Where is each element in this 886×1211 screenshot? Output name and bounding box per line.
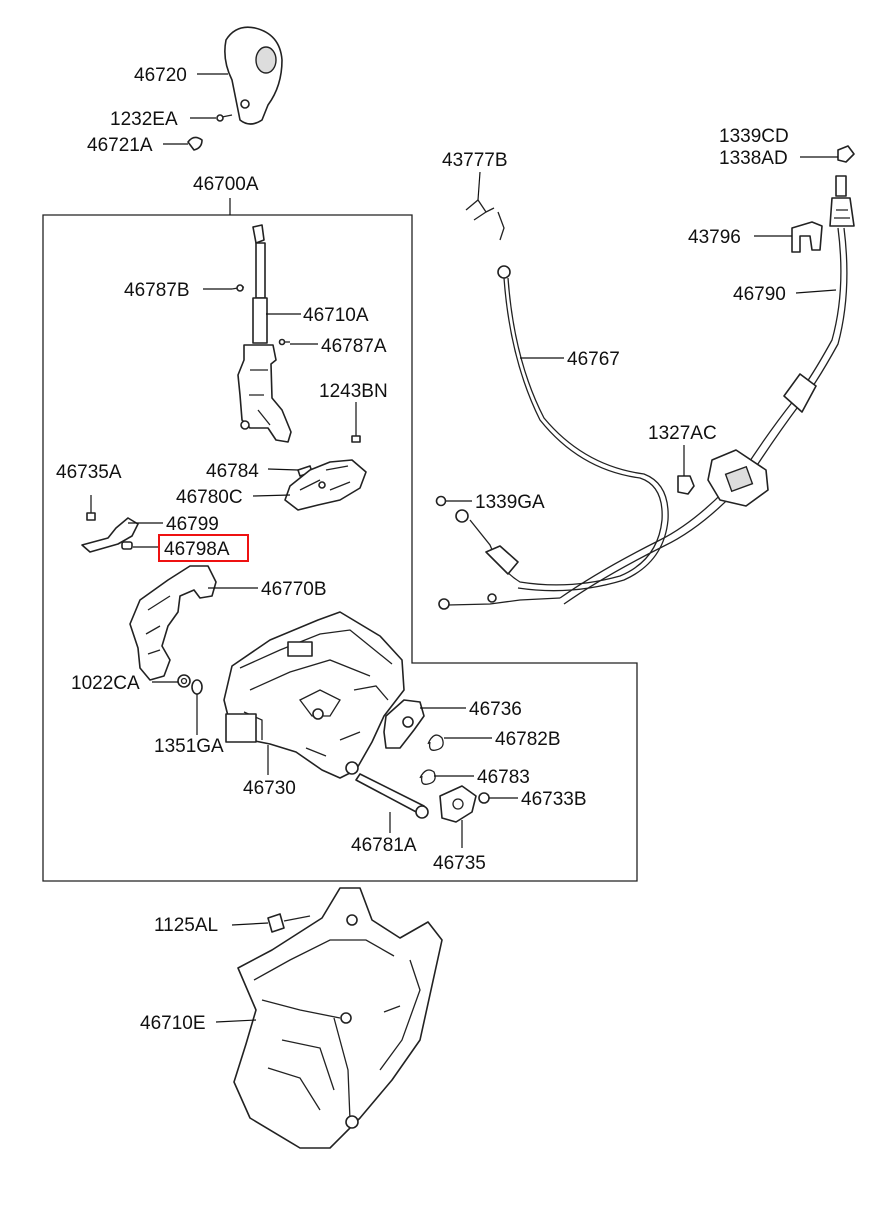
label-46720: 46720 [134,65,187,86]
assembly-boundary [42,214,638,882]
shift-knob [224,26,283,125]
label-1327ac: 1327AC [648,423,717,444]
pin-46787a [278,338,290,346]
label-46781a: 46781A [351,835,417,856]
spacer-46798a [121,541,133,550]
washer-1351ga [191,679,203,695]
label-1339cd: 1339CD [719,126,789,147]
spring-46782b [427,734,444,751]
label-43796: 43796 [688,227,741,248]
highlight-box [158,534,249,562]
nut-1327ac [677,475,695,495]
part-labels: 46720 1232EA 46721A 46700A 46787B 46710A… [56,65,789,1034]
label-46730: 46730 [243,778,296,799]
lever-46735 [439,785,477,823]
bolt-1243bn [351,402,361,443]
label-1339ga: 1339GA [475,492,545,513]
base-housing-46730 [223,611,405,779]
label-46735: 46735 [433,853,486,874]
label-46780c: 46780C [176,487,243,508]
screw-1232ea [216,114,233,122]
shift-lever [237,224,292,443]
label-46700a: 46700A [193,174,259,195]
label-46790: 46790 [733,284,786,305]
bracket-46799 [81,517,139,553]
bracket-46780c [284,459,367,511]
clip-43777b [465,199,495,221]
clip-43796 [791,221,823,253]
label-46787a: 46787A [321,336,387,357]
nut-46733b [478,792,490,804]
leader-lines [128,73,838,1023]
label-46721a: 46721A [87,135,153,156]
cable-46790 [559,175,855,605]
plug-46721a [187,136,203,151]
label-46767: 46767 [567,349,620,370]
washer-1339ga [435,495,447,507]
label-46783: 46783 [477,767,530,788]
pin-46781a [355,773,429,819]
label-46799: 46799 [166,514,219,535]
label-46798a: 46798A [164,539,230,560]
pin-46787b [231,284,245,292]
bracket-46736 [383,699,425,749]
label-1232ea: 1232EA [110,109,178,130]
label-46787b: 46787B [124,280,190,301]
label-43777b: 43777B [442,150,508,171]
arm-46770b [129,565,217,681]
label-46710e: 46710E [140,1013,206,1034]
bracket-46710e [233,887,443,1149]
cable-46767 [438,211,669,610]
label-46770b: 46770B [261,579,327,600]
label-1351ga: 1351GA [154,736,224,757]
label-46782b: 46782B [495,729,561,750]
nut-1022ca [177,674,191,688]
spring-46783 [419,769,436,785]
bolt-1125al [267,913,311,933]
nut-1339cd [837,145,855,163]
label-46733b: 46733B [521,789,587,810]
screw-46735a [86,495,96,521]
label-1338ad: 1338AD [719,148,788,169]
label-1125al: 1125AL [154,915,218,936]
label-46735a: 46735A [56,462,122,483]
label-1243bn: 1243BN [319,381,388,402]
label-46736: 46736 [469,699,522,720]
label-46784: 46784 [206,461,259,482]
label-46710a: 46710A [303,305,369,326]
label-1022ca: 1022CA [71,673,140,694]
